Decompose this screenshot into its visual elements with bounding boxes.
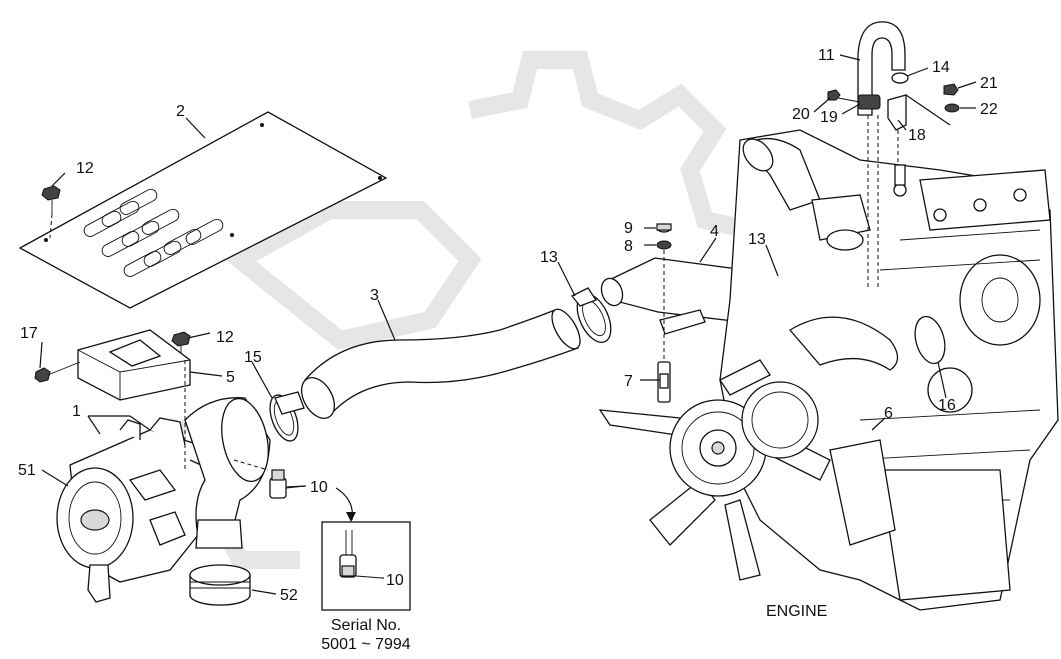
- intake-elbow: [184, 360, 271, 549]
- clamp-15: [269, 391, 305, 442]
- clamp-16: [914, 315, 946, 365]
- bolt-17: [34, 361, 81, 383]
- serial-number-label: Serial No.: [331, 617, 401, 634]
- leader-lines: [39, 54, 977, 595]
- breather-pipe: [857, 21, 906, 290]
- air-cleaner: [56, 417, 215, 603]
- callout-13-right: 13: [748, 231, 766, 248]
- callout-9: 9: [624, 220, 633, 237]
- bracket-guide-line: [905, 94, 951, 126]
- engine-fan: [598, 359, 831, 581]
- callout-21: 21: [980, 75, 998, 92]
- nut-9: [656, 223, 672, 233]
- callout-10-inset: 10: [386, 572, 404, 589]
- bolt-21: [943, 83, 959, 96]
- callout-20: 20: [792, 106, 810, 123]
- callout-22: 22: [980, 101, 998, 118]
- callout-19: 19: [820, 109, 838, 126]
- washer-8: [656, 240, 672, 250]
- callout-7: 7: [624, 373, 633, 390]
- callouts: 1 2 3 4 5 6 7 8 9 10 10 11 12 12 13 13 1…: [18, 47, 998, 604]
- stud-7: [657, 361, 671, 403]
- bolt-12-top: [41, 185, 61, 239]
- callout-18: 18: [908, 127, 926, 144]
- callout-6: 6: [884, 405, 893, 422]
- callout-12-mid: 12: [216, 329, 234, 346]
- callout-8: 8: [624, 238, 633, 255]
- callout-3: 3: [370, 287, 379, 304]
- sensor-10: [269, 469, 306, 499]
- bolt-20: [827, 89, 841, 101]
- bracket: [77, 329, 191, 401]
- clamp-19: [837, 94, 881, 110]
- callout-13-left: 13: [540, 249, 558, 266]
- callout-14: 14: [932, 59, 950, 76]
- clamp-13-left: [570, 287, 612, 343]
- engine-label: ENGINE: [766, 603, 827, 620]
- callout-12-top: 12: [76, 160, 94, 177]
- callout-15: 15: [244, 349, 262, 366]
- bracket-18: [887, 94, 907, 165]
- rubber-cap: [189, 564, 251, 606]
- callout-2: 2: [176, 103, 185, 120]
- callout-11: 11: [818, 47, 835, 64]
- washer-22: [944, 103, 960, 113]
- callout-4: 4: [710, 223, 719, 240]
- callout-17: 17: [20, 325, 38, 342]
- clip-14: [891, 72, 909, 84]
- callout-1: 1: [72, 403, 81, 420]
- callout-16: 16: [938, 397, 956, 414]
- callout-5: 5: [226, 369, 235, 386]
- callout-10-main: 10: [310, 479, 328, 496]
- intake-hose: [300, 308, 581, 419]
- callout-52: 52: [280, 587, 298, 604]
- callout-51: 51: [18, 462, 36, 479]
- cover-plate: [18, 111, 388, 309]
- serial-number-range: 5001 ~ 7994: [321, 636, 411, 653]
- serial-inset: [321, 487, 411, 611]
- engine-block: [719, 129, 1059, 611]
